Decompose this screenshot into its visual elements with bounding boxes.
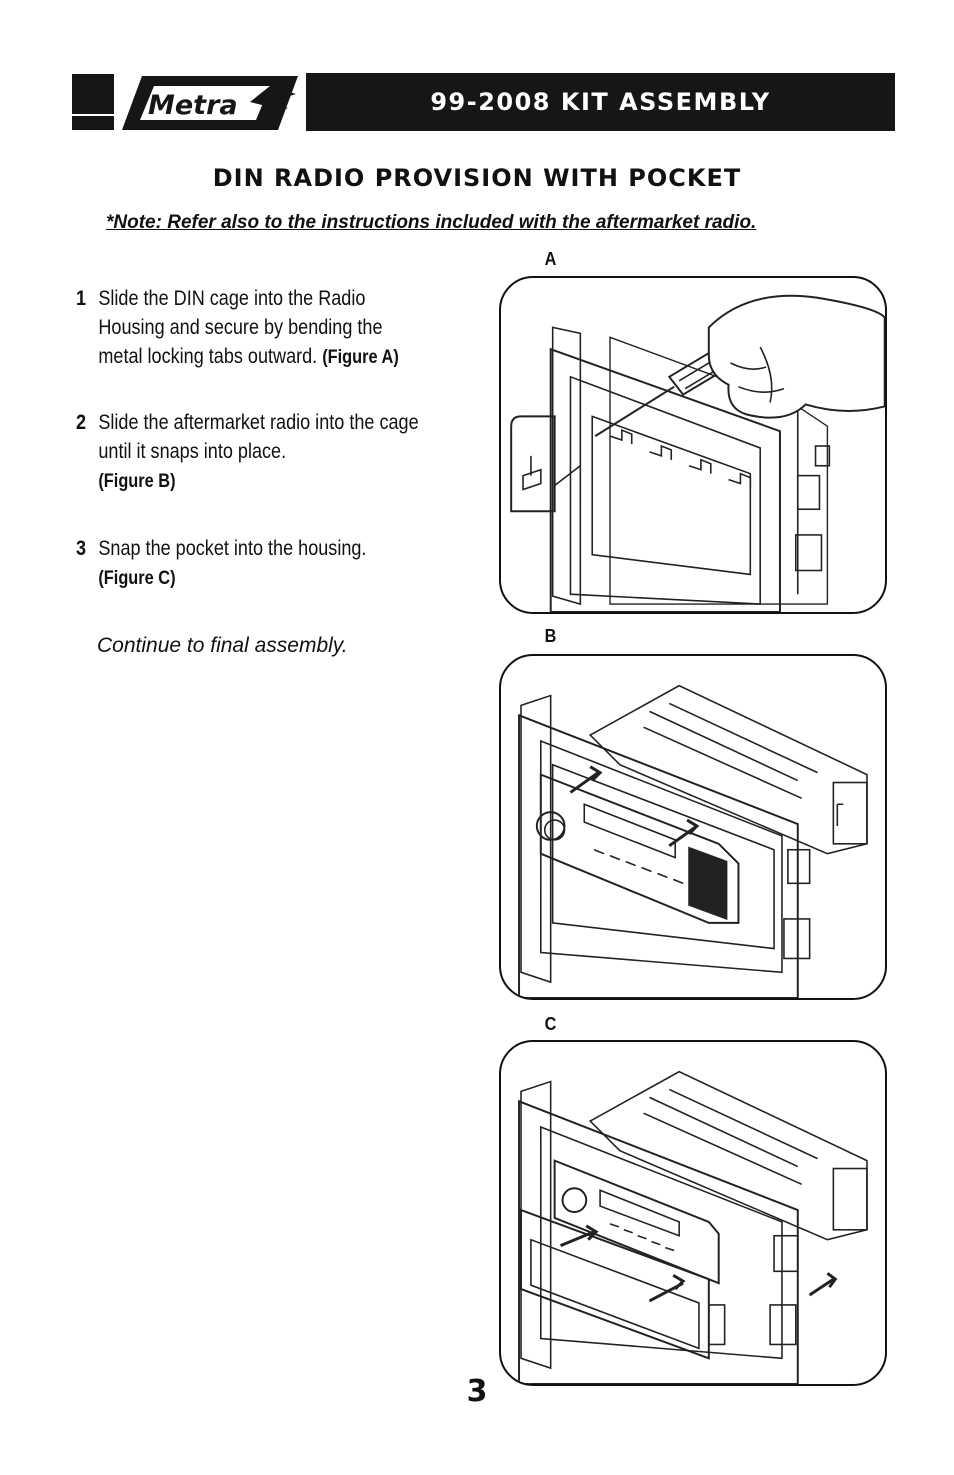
step-text: Slide the aftermarket radio into the cag… [98,411,419,463]
note-text: *Note: Refer also to the instructions in… [106,212,757,233]
figure-ref: (Figure B) [98,471,176,492]
figure-label-c: C [544,1014,557,1034]
figure-b [499,654,887,1000]
section-title: DIN RADIO PROVISION WITH POCKET [212,164,742,192]
metra-logo: Metra [120,72,300,134]
step-3: 3 Snap the pocket into the housing. (Figu… [76,534,420,593]
page-number: 3 [466,1374,488,1409]
header-bar: 99-2008 KIT ASSEMBLY [306,73,895,131]
step-number: 3 [76,537,87,560]
figure-label-a: A [544,249,557,269]
logo-text: Metra [148,90,238,121]
figure-label-b: B [544,626,557,646]
header-block [72,74,114,130]
figure-ref: (Figure A) [322,347,399,368]
step-number: 2 [76,411,87,434]
continue-text: Continue to final assembly. [97,634,348,657]
step-1: 1 Slide the DIN cage into the Radio Hous… [76,284,420,372]
figure-c [499,1040,887,1386]
figure-b-illustration [518,684,868,998]
figure-a-illustration [510,294,885,612]
figure-a [499,276,887,614]
step-text: Slide the DIN cage into the Radio Housin… [98,287,383,368]
figure-ref: (Figure C) [98,568,176,589]
step-number: 1 [76,287,87,310]
figure-c-illustration [518,1070,868,1384]
step-text: Snap the pocket into the housing. [98,537,367,560]
step-2: 2 Slide the aftermarket radio into the c… [76,408,420,496]
page-header-title: 99-2008 KIT ASSEMBLY [430,88,771,116]
